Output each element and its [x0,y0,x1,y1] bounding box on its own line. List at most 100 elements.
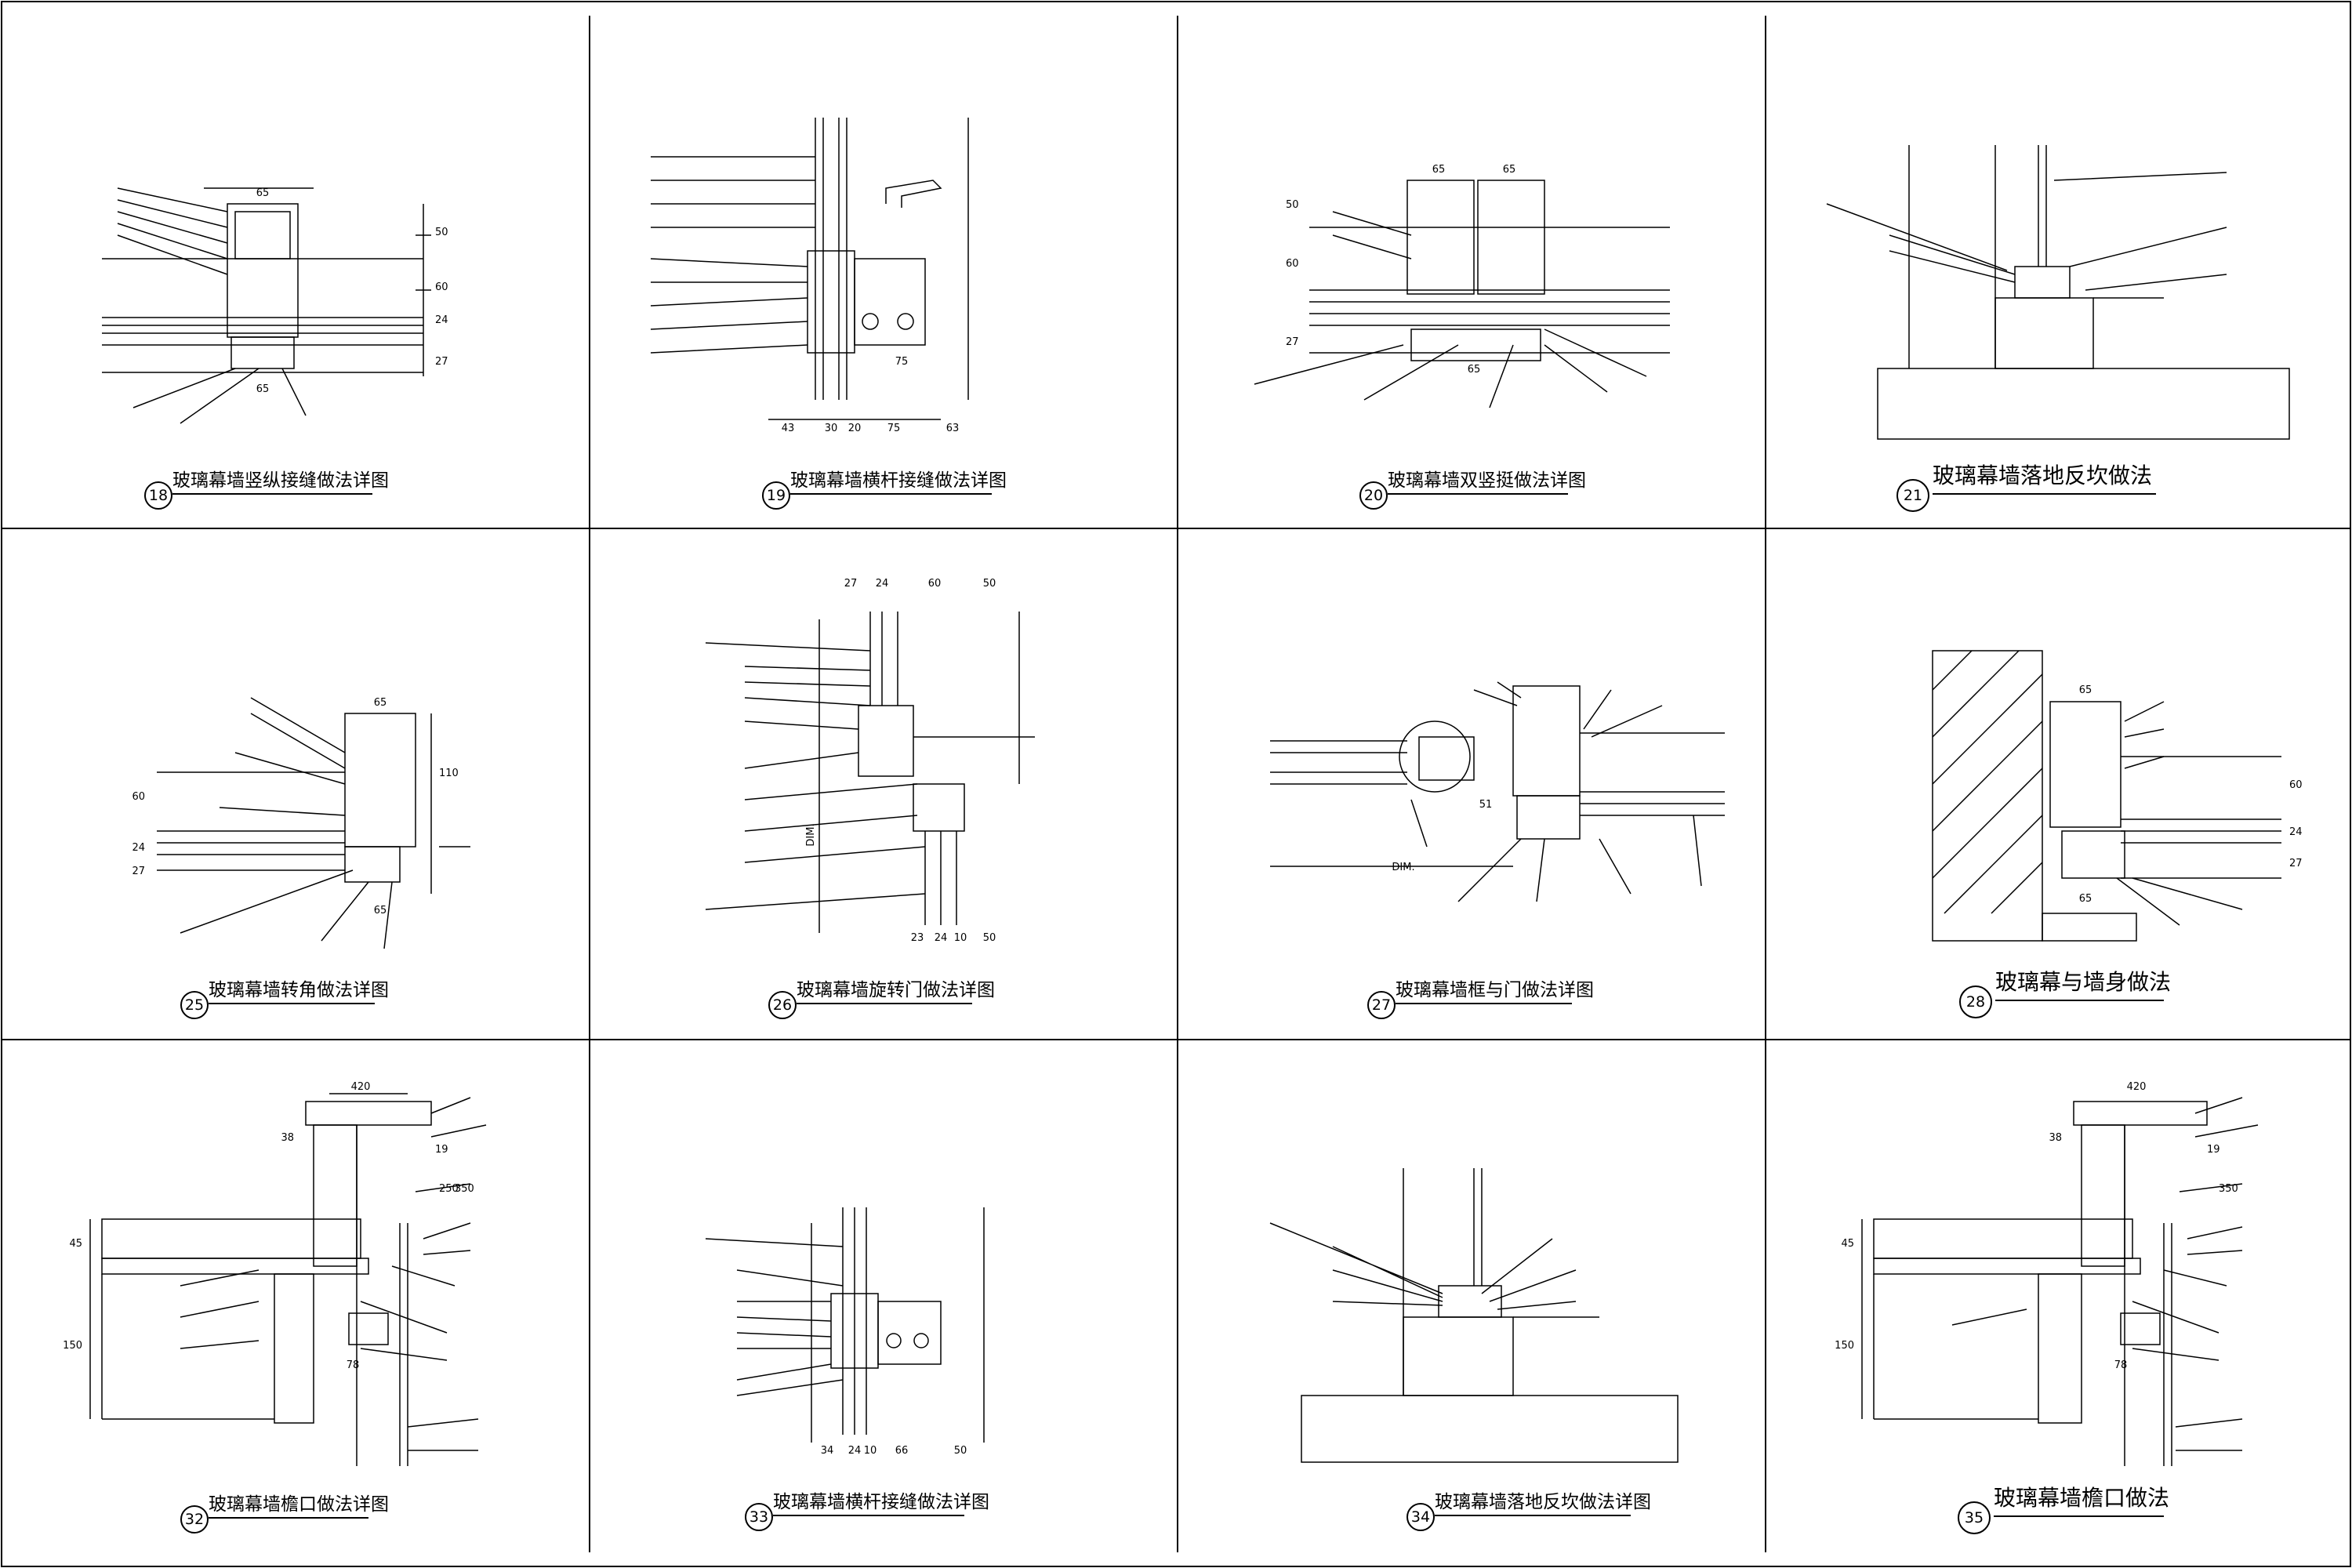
detail-20 [1254,180,1670,408]
svg-text:50: 50 [435,227,448,238]
svg-text:19: 19 [435,1144,448,1156]
svg-text:玻璃幕墙转角做法详图: 玻璃幕墙转角做法详图 [209,980,389,1000]
svg-text:24: 24 [876,578,889,590]
svg-text:65: 65 [256,383,270,395]
svg-text:23: 23 [911,932,924,944]
svg-text:75: 75 [887,423,901,434]
svg-text:30: 30 [825,423,838,434]
detail-32 [90,1094,486,1466]
caption-27: 27 玻璃幕墙框与门做法详图 [1368,980,1594,1018]
svg-text:43: 43 [782,423,795,434]
svg-text:50: 50 [983,932,996,944]
svg-text:玻璃幕墙落地反坎做法: 玻璃幕墙落地反坎做法 [1933,463,2152,488]
svg-text:350: 350 [455,1183,474,1195]
svg-text:19: 19 [2207,1144,2220,1156]
svg-text:45: 45 [69,1238,82,1250]
detail-21 [1827,145,2289,439]
svg-text:65: 65 [1432,164,1446,176]
detail-26-dims: 27 24 60 50 23 24 10 50 DIM. [805,578,996,944]
svg-text:50: 50 [954,1445,967,1457]
detail-18-dims: 65 50 60 24 27 65 [256,187,448,395]
svg-text:38: 38 [2049,1132,2062,1144]
detail-27-dims: 51 DIM. [1392,799,1492,873]
svg-text:250: 250 [439,1183,459,1195]
svg-text:27: 27 [844,578,858,590]
svg-text:75: 75 [895,356,909,368]
svg-text:10: 10 [864,1445,877,1457]
svg-text:150: 150 [63,1340,82,1352]
svg-text:DIM.: DIM. [805,823,817,846]
svg-text:65: 65 [374,905,387,916]
caption-28: 28 玻璃幕与墙身做法 [1960,969,2171,1018]
caption-34: 34 玻璃幕墙落地反坎做法详图 [1407,1492,1651,1530]
detail-33-dims: 34 24 10 66 50 [821,1445,967,1457]
detail-27 [1270,682,1725,902]
svg-text:65: 65 [1503,164,1516,176]
svg-text:玻璃幕墙落地反坎做法详图: 玻璃幕墙落地反坎做法详图 [1435,1492,1651,1512]
svg-text:玻璃幕墙檐口做法详图: 玻璃幕墙檐口做法详图 [209,1494,389,1515]
svg-text:66: 66 [895,1445,909,1457]
svg-text:35: 35 [1965,1509,1984,1526]
svg-text:33: 33 [750,1508,768,1526]
detail-25-dims: 65 110 60 24 27 65 [132,697,458,916]
svg-text:27: 27 [132,866,145,877]
detail-20-dims: 65 65 65 50 60 27 [1286,164,1515,376]
detail-25 [157,698,470,949]
svg-text:DIM.: DIM. [1392,862,1414,873]
svg-text:65: 65 [2079,893,2092,905]
svg-text:玻璃幕墙檐口做法: 玻璃幕墙檐口做法 [1994,1485,2169,1511]
svg-text:19: 19 [767,487,786,504]
svg-text:玻璃幕墙框与门做法详图: 玻璃幕墙框与门做法详图 [1396,980,1594,1000]
svg-text:65: 65 [2079,684,2092,696]
caption-19: 19 玻璃幕墙横杆接缝做法详图 [763,470,1007,509]
detail-34 [1270,1168,1678,1462]
svg-text:51: 51 [1479,799,1493,811]
svg-text:玻璃幕墙竖纵接缝做法详图: 玻璃幕墙竖纵接缝做法详图 [172,470,389,491]
detail-26 [706,612,1035,933]
svg-text:玻璃幕墙双竖挺做法详图: 玻璃幕墙双竖挺做法详图 [1388,470,1586,491]
svg-text:玻璃幕与墙身做法: 玻璃幕与墙身做法 [1995,969,2171,995]
svg-text:27: 27 [435,356,448,368]
svg-text:65: 65 [374,697,387,709]
svg-text:110: 110 [439,768,459,779]
svg-text:玻璃幕墙横杆接缝做法详图: 玻璃幕墙横杆接缝做法详图 [790,470,1007,491]
svg-text:50: 50 [1286,199,1299,211]
svg-text:27: 27 [1372,996,1391,1014]
svg-text:420: 420 [351,1081,371,1093]
svg-text:24: 24 [132,842,145,854]
svg-text:28: 28 [1966,993,1985,1011]
svg-text:78: 78 [2114,1359,2128,1371]
svg-text:25: 25 [185,996,204,1014]
svg-text:60: 60 [928,578,942,590]
detail-35-dims: 420 38 19 350 45 150 78 [1835,1081,2238,1371]
detail-19-dims: 43 30 20 75 63 75 [782,356,960,434]
svg-text:27: 27 [1286,336,1299,348]
caption-26: 26 玻璃幕墙旋转门做法详图 [769,980,995,1018]
caption-20: 20 玻璃幕墙双竖挺做法详图 [1360,470,1586,509]
detail-28-dims: 65 60 24 27 65 [2079,684,2303,905]
svg-text:玻璃幕墙横杆接缝做法详图: 玻璃幕墙横杆接缝做法详图 [773,1492,989,1512]
detail-28 [1933,651,2281,941]
svg-text:60: 60 [435,281,448,293]
svg-text:350: 350 [2219,1183,2238,1195]
detail-35 [1862,1098,2258,1466]
svg-text:60: 60 [1286,258,1299,270]
svg-text:60: 60 [2289,779,2303,791]
caption-33: 33 玻璃幕墙横杆接缝做法详图 [746,1492,989,1530]
svg-text:24: 24 [935,932,948,944]
svg-text:24: 24 [2289,826,2303,838]
svg-text:150: 150 [1835,1340,1854,1352]
svg-text:27: 27 [2289,858,2303,869]
svg-text:65: 65 [256,187,270,199]
svg-text:20: 20 [1364,487,1383,504]
svg-text:65: 65 [1468,364,1481,376]
svg-text:50: 50 [983,578,996,590]
svg-text:78: 78 [347,1359,360,1371]
svg-text:420: 420 [2127,1081,2147,1093]
detail-18 [102,188,431,423]
caption-35: 35 玻璃幕墙檐口做法 [1958,1485,2169,1534]
caption-18: 18 玻璃幕墙竖纵接缝做法详图 [145,470,389,509]
svg-text:24: 24 [848,1445,862,1457]
detail-32-dims: 420 38 19 350 250 45 150 78 [63,1081,474,1371]
svg-text:24: 24 [435,314,448,326]
